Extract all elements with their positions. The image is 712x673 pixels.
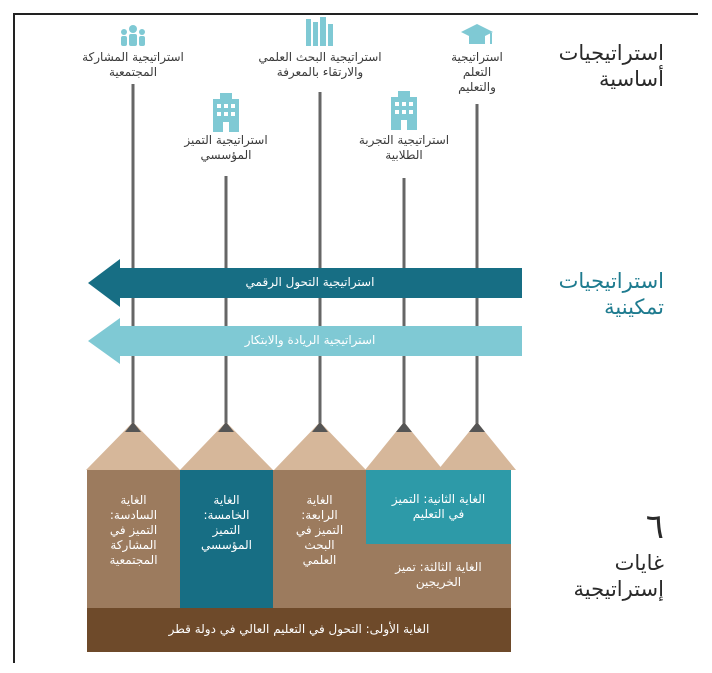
goal-fourth-text: الغاية الرابعة: التميز في البحث العلمي bbox=[295, 493, 344, 567]
pencil-lead-4 bbox=[218, 422, 234, 432]
books-icon bbox=[306, 17, 333, 46]
enabling-innovation-label: استراتيجية الريادة والابتكار bbox=[244, 333, 376, 347]
pencil-lead-3 bbox=[312, 422, 328, 432]
goal-sixth-box bbox=[87, 470, 180, 608]
section-goals-label: غايات إستراتيجية bbox=[573, 551, 664, 601]
core-strategy-community: استراتيجية المشاركة المجتمعية bbox=[63, 50, 203, 80]
goal-third-box bbox=[366, 544, 511, 608]
core-strategy-research: استراتيجية البحث العلمي والارتقاء بالمعر… bbox=[240, 50, 400, 80]
section-enabling-label: استراتيجيات تمكينية bbox=[558, 269, 664, 319]
goal-fourth-box bbox=[273, 470, 366, 608]
enabling-digital-label: استراتيجية التحول الرقمي bbox=[245, 275, 375, 289]
core-strategy-learning: استراتيجية التعلم والتعليم bbox=[436, 50, 518, 95]
pencil-tip-5 bbox=[86, 422, 180, 470]
graduation-cap-icon bbox=[461, 24, 493, 44]
goal-fifth-box bbox=[180, 470, 273, 608]
building-icon-institutional bbox=[213, 93, 239, 132]
pencil-lead-1 bbox=[469, 422, 485, 432]
goal-third-text: الغاية الثالثة: تميز الخريجين bbox=[395, 560, 482, 589]
goal-second-box bbox=[366, 470, 511, 544]
arrow-entrepreneurship bbox=[88, 318, 522, 364]
goal-first-box bbox=[87, 608, 511, 652]
pencil-lead-2 bbox=[396, 422, 412, 432]
goal-second-text: الغاية الثانية: التميز في التعليم bbox=[391, 492, 486, 521]
pencil-lead-5 bbox=[125, 422, 141, 432]
goal-fifth-text: الغاية الخامسة: التميز المؤسسي bbox=[201, 493, 252, 552]
goal-sixth-text: الغاية السادسة: التميز في المشاركة المجت… bbox=[109, 493, 158, 567]
section-core-label: استراتيجيات أساسية bbox=[558, 41, 664, 91]
section-goals-number: ٦ bbox=[645, 507, 664, 547]
core-strategy-student-experience: استراتيجية التجربة الطلابية bbox=[344, 133, 464, 163]
arrow-digital-transformation bbox=[88, 259, 522, 307]
pencil-tip-2 bbox=[365, 422, 443, 470]
people-icon bbox=[121, 25, 145, 46]
frame-top-line bbox=[13, 13, 698, 15]
frame-left-line bbox=[13, 13, 15, 663]
pencil-tip-4 bbox=[180, 422, 273, 470]
building-icon-student bbox=[391, 91, 417, 130]
pencil-tip-1 bbox=[438, 422, 516, 470]
pencil-tip-3 bbox=[274, 422, 366, 470]
core-strategy-institutional: استراتيجية التميز المؤسسي bbox=[166, 133, 286, 163]
goal-first-text: الغاية الأولى: التحول في التعليم العالي … bbox=[168, 622, 430, 636]
